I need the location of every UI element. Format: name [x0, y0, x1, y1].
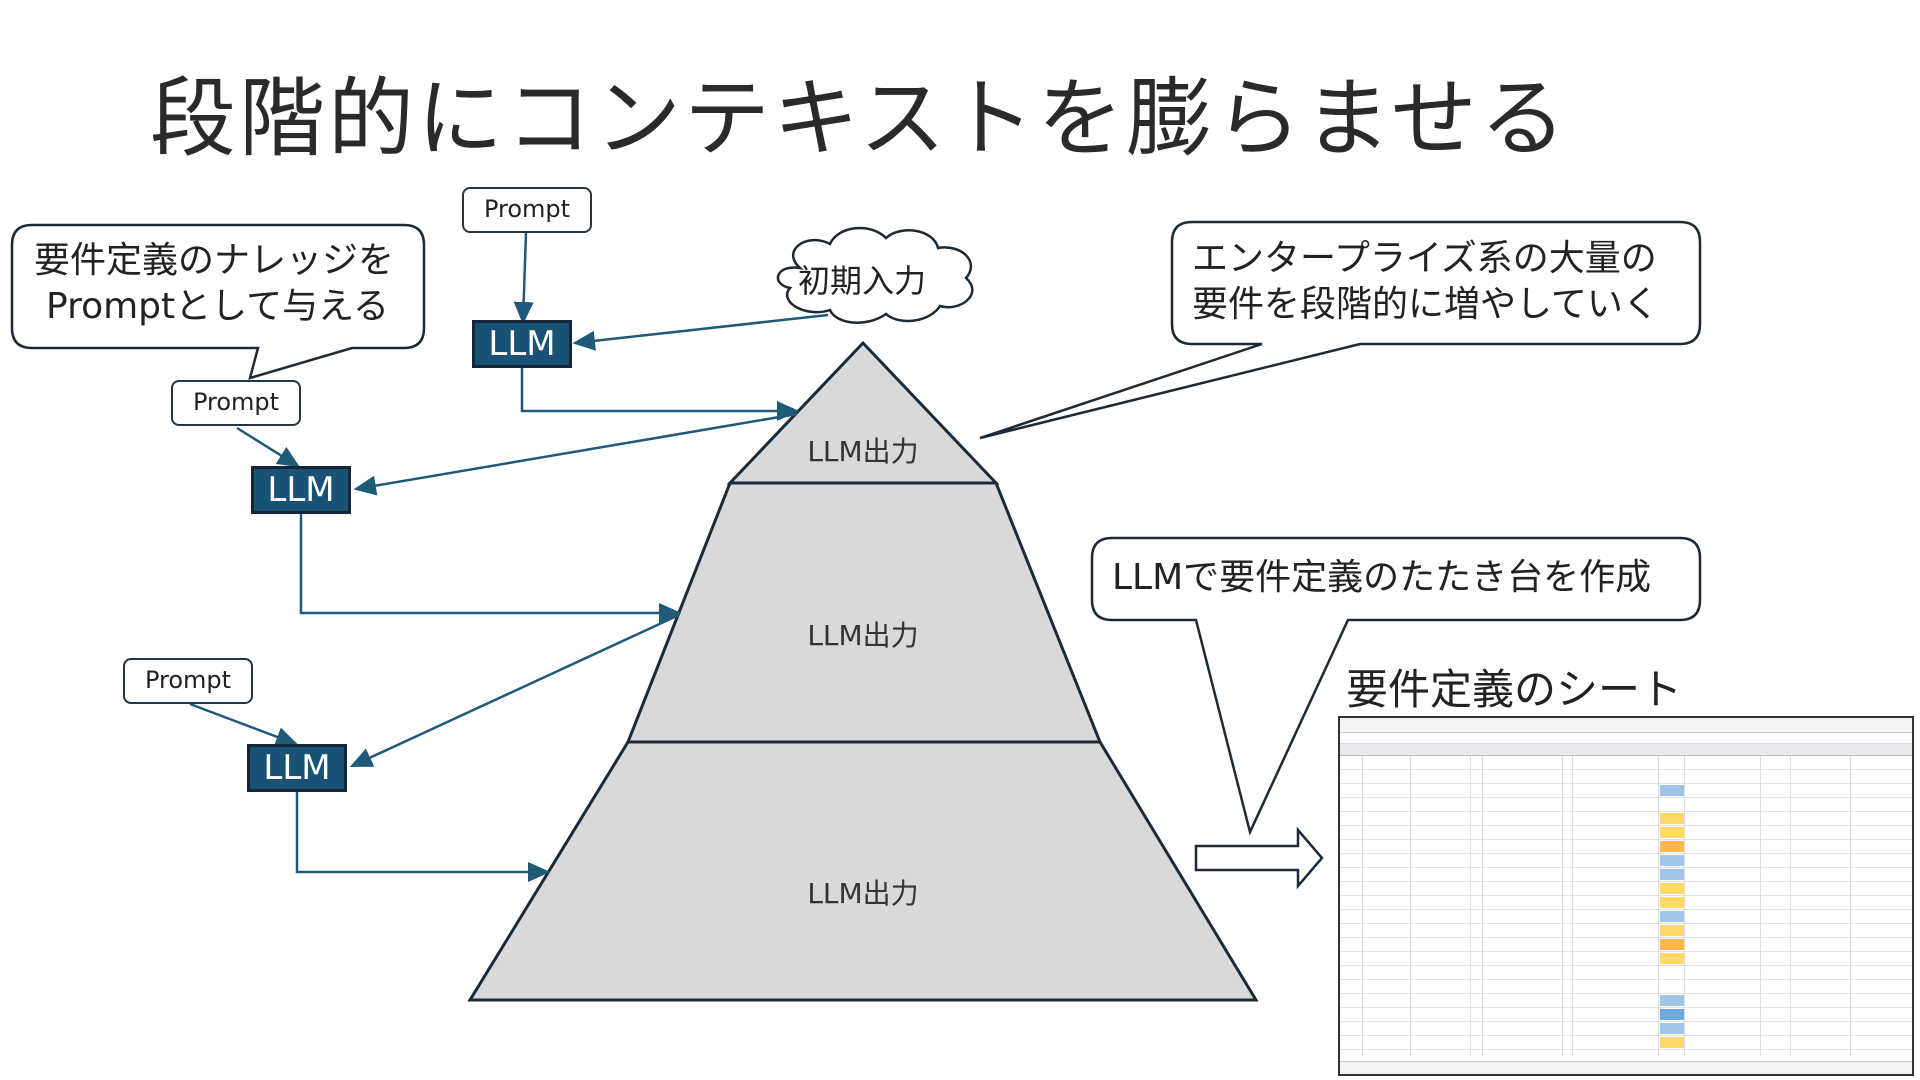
sheet-grid-row: [1340, 784, 1912, 798]
llm-box-3: LLM: [247, 744, 347, 792]
sheet-grid-row: [1340, 854, 1912, 868]
sheet-column-header: [1340, 744, 1912, 756]
prompt-box-3: Prompt: [123, 658, 253, 704]
sheet-grid-row: [1340, 994, 1912, 1008]
arrow-prompt1-llm1: [513, 231, 534, 325]
callout-knowledge-line1: 要件定義のナレッジを: [34, 240, 395, 281]
sheet-highlight-cell: [1660, 925, 1684, 936]
sheet-title: 要件定義のシート: [1346, 665, 1683, 714]
sheet-highlight-cell: [1660, 827, 1684, 838]
sheet-grid: [1340, 756, 1912, 1074]
block-arrow-to-sheet: [1194, 826, 1324, 890]
sheet-grid-row: [1340, 910, 1912, 924]
arrow-llm3-bottom: [295, 792, 551, 882]
callout-enterprise-line1: エンタープライズ系の大量の: [1192, 238, 1657, 279]
sheet-grid-column-line: [1470, 756, 1471, 1056]
callout-enterprise-shape: [979, 220, 1702, 440]
callout-knowledge-shape: [10, 223, 426, 380]
sheet-grid-row: [1340, 770, 1912, 784]
sheet-highlight-cell: [1660, 953, 1684, 964]
arrow-prompt3-llm3: [189, 702, 299, 747]
page-title: 段階的にコンテキストを膨らませる: [150, 69, 1569, 169]
sheet-grid-row: [1340, 868, 1912, 882]
sheet-grid-column-line: [1790, 756, 1791, 1056]
sheet-grid-column-line: [1562, 756, 1563, 1056]
sheet-highlight-cell: [1660, 995, 1684, 1006]
sheet-highlight-cell: [1660, 897, 1684, 908]
pyramid-level-bottom: [467, 740, 1259, 1002]
sheet-highlight-cell: [1660, 841, 1684, 852]
arrow-prompt2-llm2: [236, 426, 301, 468]
sheet-grid-row: [1340, 924, 1912, 938]
callout-initial-input: 初期入力: [798, 262, 927, 300]
callout-knowledge-line2: Promptとして与える: [46, 286, 389, 327]
sheet-highlight-cell: [1660, 1037, 1684, 1048]
sheet-grid-row: [1340, 756, 1912, 770]
arrow-middle-llm3: [349, 613, 680, 768]
sheet-toolbar: [1340, 718, 1912, 733]
sheet-grid-row: [1340, 1022, 1912, 1036]
arrow-top-llm2: [353, 412, 798, 496]
sheet-grid-row: [1340, 826, 1912, 840]
sheet-highlight-cell: [1660, 911, 1684, 922]
sheet-grid-row: [1340, 798, 1912, 812]
callout-scaffold-shape: [1090, 536, 1702, 836]
prompt-box-1: Prompt: [462, 187, 592, 233]
sheet-grid-column-line: [1760, 756, 1761, 1056]
sheet-grid-row: [1340, 952, 1912, 966]
callout-scaffold: LLMで要件定義のたたき台を作成: [1112, 557, 1652, 598]
sheet-grid-column-line: [1850, 756, 1851, 1056]
pyramid-label-bottom: LLM出力: [807, 877, 919, 910]
llm-box-1: LLM: [472, 320, 572, 368]
sheet-grid-row: [1340, 812, 1912, 826]
llm-box-2: LLM: [251, 466, 351, 514]
sheet-grid-row: [1340, 1008, 1912, 1022]
sheet-highlight-cell: [1660, 939, 1684, 950]
sheet-highlight-cell: [1660, 813, 1684, 824]
sheet-highlight-cell: [1660, 1023, 1684, 1034]
sheet-grid-column-line: [1410, 756, 1411, 1056]
arrow-input-llm1: [572, 313, 829, 351]
sheet-grid-row: [1340, 882, 1912, 896]
sheet-formula-bar: [1340, 733, 1912, 744]
sheet-highlight-cell: [1660, 869, 1684, 880]
sheet-highlight-cell: [1660, 785, 1684, 796]
sheet-grid-row: [1340, 980, 1912, 994]
sheet-grid-column-line: [1684, 756, 1685, 1056]
arrow-llm1-top: [520, 368, 800, 421]
sheet-grid-column-line: [1482, 756, 1483, 1056]
sheet-grid-column-line: [1362, 756, 1363, 1056]
prompt-box-2: Prompt: [171, 380, 301, 426]
sheet-grid-row: [1340, 938, 1912, 952]
pyramid-label-top: LLM出力: [807, 435, 919, 468]
sheet-grid-row: [1340, 966, 1912, 980]
callout-enterprise-line2: 要件を段階的に増やしていく: [1192, 284, 1659, 325]
requirements-sheet-thumbnail: [1338, 716, 1914, 1076]
pyramid-level-middle: [625, 481, 1103, 744]
sheet-grid-row: [1340, 840, 1912, 854]
sheet-highlight-cell: [1660, 855, 1684, 866]
sheet-highlight-cell: [1660, 883, 1684, 894]
sheet-tab-bar: [1340, 1061, 1912, 1074]
sheet-highlight-cell: [1660, 1009, 1684, 1020]
cloud-initial-input-shape: [776, 226, 974, 324]
sheet-grid-row: [1340, 1036, 1912, 1050]
pyramid-label-middle: LLM出力: [807, 619, 919, 652]
sheet-grid-column-line: [1572, 756, 1573, 1056]
sheet-grid-row: [1340, 896, 1912, 910]
arrow-llm2-middle: [299, 512, 682, 623]
sheet-grid-column-line: [1658, 756, 1659, 1056]
